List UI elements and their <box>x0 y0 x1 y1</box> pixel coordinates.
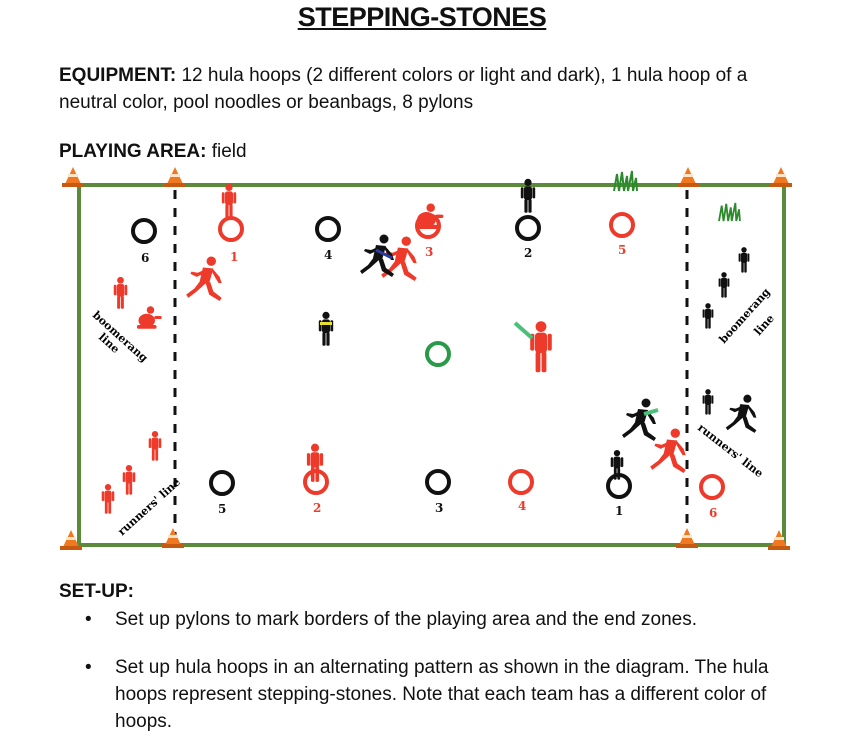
equipment-paragraph: EQUIPMENT: 12 hula hoops (2 different co… <box>59 62 799 116</box>
setup-item: Set up hula hoops in an alternating patt… <box>59 654 799 735</box>
hoop-top-1: 6 <box>131 218 157 265</box>
runner-icon <box>186 256 222 301</box>
hoop-number: 1 <box>615 504 623 518</box>
red-team-players <box>101 183 686 514</box>
runner-icon <box>622 398 656 441</box>
player-icon <box>148 430 162 461</box>
pinny <box>320 322 332 325</box>
pylon-icon <box>677 167 699 187</box>
playing-area-text: field <box>211 141 247 162</box>
hoop-number: 4 <box>518 499 526 513</box>
pylon-icon <box>62 167 84 187</box>
playing-area-label: PLAYING AREA: <box>59 141 207 162</box>
setup-item: Set up pylons to mark borders of the pla… <box>59 606 799 633</box>
grass-icon <box>613 170 638 192</box>
page-title: STEPPING-STONES <box>297 2 547 32</box>
hoop-number: 4 <box>324 248 332 262</box>
neutral-hoop <box>425 341 451 367</box>
hoop-bottom-5: 1 <box>606 473 632 518</box>
player-icon <box>221 183 237 218</box>
hoop-number: 6 <box>141 251 149 265</box>
equipment-label: EQUIPMENT: <box>59 65 177 86</box>
field-border <box>77 183 786 547</box>
hoop-top-2: 1 <box>218 216 244 264</box>
hoop-number: 6 <box>709 506 717 520</box>
runner-icon <box>381 236 417 281</box>
player-icon <box>101 483 115 514</box>
equipment-text: 12 hula hoops (2 different colors or lig… <box>59 65 748 113</box>
hoop-bottom-6: 6 <box>699 474 725 520</box>
hoop-number: 3 <box>425 245 433 259</box>
pylon-icon <box>768 530 790 550</box>
field-diagram: 6 1 4 3 2 5 5 2 3 4 1 6 <box>60 167 792 550</box>
player-icon <box>738 247 750 273</box>
setup-list: Set up pylons to mark borders of the pla… <box>59 606 799 756</box>
playing-area-paragraph: PLAYING AREA: field <box>59 138 799 165</box>
hoop-top-5: 2 <box>515 215 541 260</box>
hoop-number: 1 <box>230 250 238 264</box>
pylon-icon <box>676 528 698 548</box>
player-icon <box>530 321 552 373</box>
pool-noodle <box>643 408 659 416</box>
pylon-icon <box>770 167 792 187</box>
player-icon <box>318 311 334 346</box>
hoop-number: 2 <box>313 501 321 515</box>
pool-noodle <box>375 248 393 260</box>
grass-icon <box>718 202 741 222</box>
hoop-bottom-4: 4 <box>508 469 534 513</box>
setup-heading: SET-UP: <box>59 581 134 602</box>
crouching-player-icon <box>137 306 162 329</box>
hoop-number: 5 <box>618 243 626 257</box>
page-title-wrap: STEPPING-STONES <box>0 2 844 33</box>
pylon-icon <box>164 167 186 187</box>
player-icon <box>725 394 757 433</box>
boomerang-line-right-label-2: line <box>752 312 777 338</box>
hoop-bottom-3: 3 <box>425 469 451 515</box>
runner-icon <box>650 428 686 473</box>
hoop-number: 5 <box>218 502 226 516</box>
player-icon <box>718 272 730 298</box>
player-icon <box>306 443 324 482</box>
hoop-bottom-1: 5 <box>209 470 235 516</box>
player-icon <box>113 276 128 309</box>
player-icon <box>702 389 714 415</box>
hoop-number: 3 <box>435 501 443 515</box>
hoop-number: 2 <box>524 246 532 260</box>
pool-noodle <box>513 321 534 340</box>
player-icon <box>702 303 714 329</box>
hoop-top-6: 5 <box>609 212 635 257</box>
player-icon <box>122 464 136 495</box>
pylon-icon <box>162 528 184 548</box>
hoop-top-3: 4 <box>315 216 341 262</box>
